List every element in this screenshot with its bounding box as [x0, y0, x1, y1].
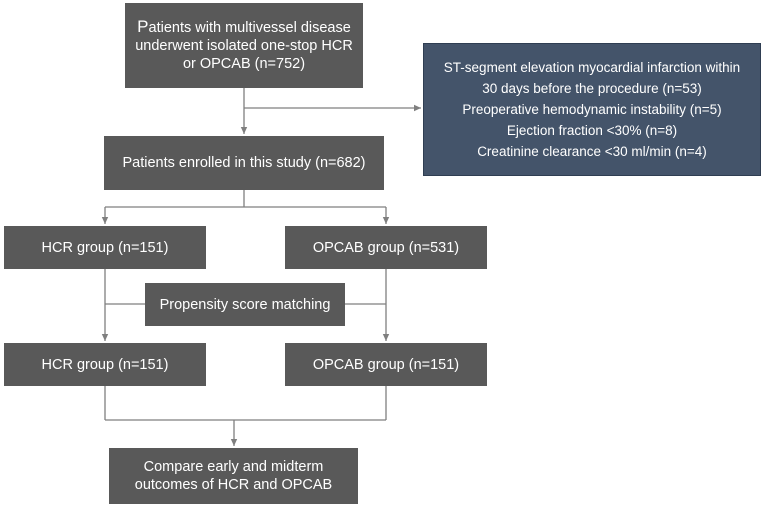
compare-line-2: outcomes of HCR and OPCAB — [134, 477, 333, 493]
start-text-1: atients with multivessel disease — [148, 20, 351, 36]
exclusion-line-5: Creatinine clearance <30 ml/min (n=4) — [477, 144, 707, 159]
exclusion-line-1: ST-segment elevation myocardial infarcti… — [443, 60, 741, 75]
exclusion-line-2: 30 days before the procedure (n=53) — [482, 81, 702, 96]
hcr-after-label: HCR group (n=151) — [41, 356, 169, 373]
psm-box: Propensity score matching — [145, 283, 345, 326]
hcr-before-label: HCR group (n=151) — [41, 239, 169, 256]
exclusion-line-3: Preoperative hemodynamic instability (n=… — [462, 102, 722, 117]
compare-line-1: Compare early and midterm — [143, 459, 324, 475]
enrolled-box: Patients enrolled in this study (n=682) — [104, 136, 384, 190]
opcab-group-after-box: OPCAB group (n=151) — [285, 343, 487, 386]
opcab-before-label: OPCAB group (n=531) — [312, 239, 460, 256]
exclusion-line-4: Ejection fraction <30% (n=8) — [506, 123, 678, 138]
start-line-1: Patients with multivessel disease — [137, 18, 351, 37]
compare-box: Compare early and midterm outcomes of HC… — [109, 448, 358, 504]
psm-label: Propensity score matching — [159, 296, 331, 313]
start-line-3: or OPCAB (n=752) — [182, 56, 306, 72]
opcab-after-label: OPCAB group (n=151) — [312, 356, 460, 373]
enrolled-label: Patients enrolled in this study (n=682) — [122, 155, 366, 171]
start-lead-letter: P — [137, 17, 149, 36]
hcr-group-after-box: HCR group (n=151) — [4, 343, 206, 386]
start-box: Patients with multivessel disease underw… — [125, 3, 363, 88]
exclusion-box: ST-segment elevation myocardial infarcti… — [423, 43, 761, 176]
opcab-group-before-box: OPCAB group (n=531) — [285, 226, 487, 269]
start-line-2: underwent isolated one-stop HCR — [135, 38, 353, 54]
hcr-group-before-box: HCR group (n=151) — [4, 226, 206, 269]
